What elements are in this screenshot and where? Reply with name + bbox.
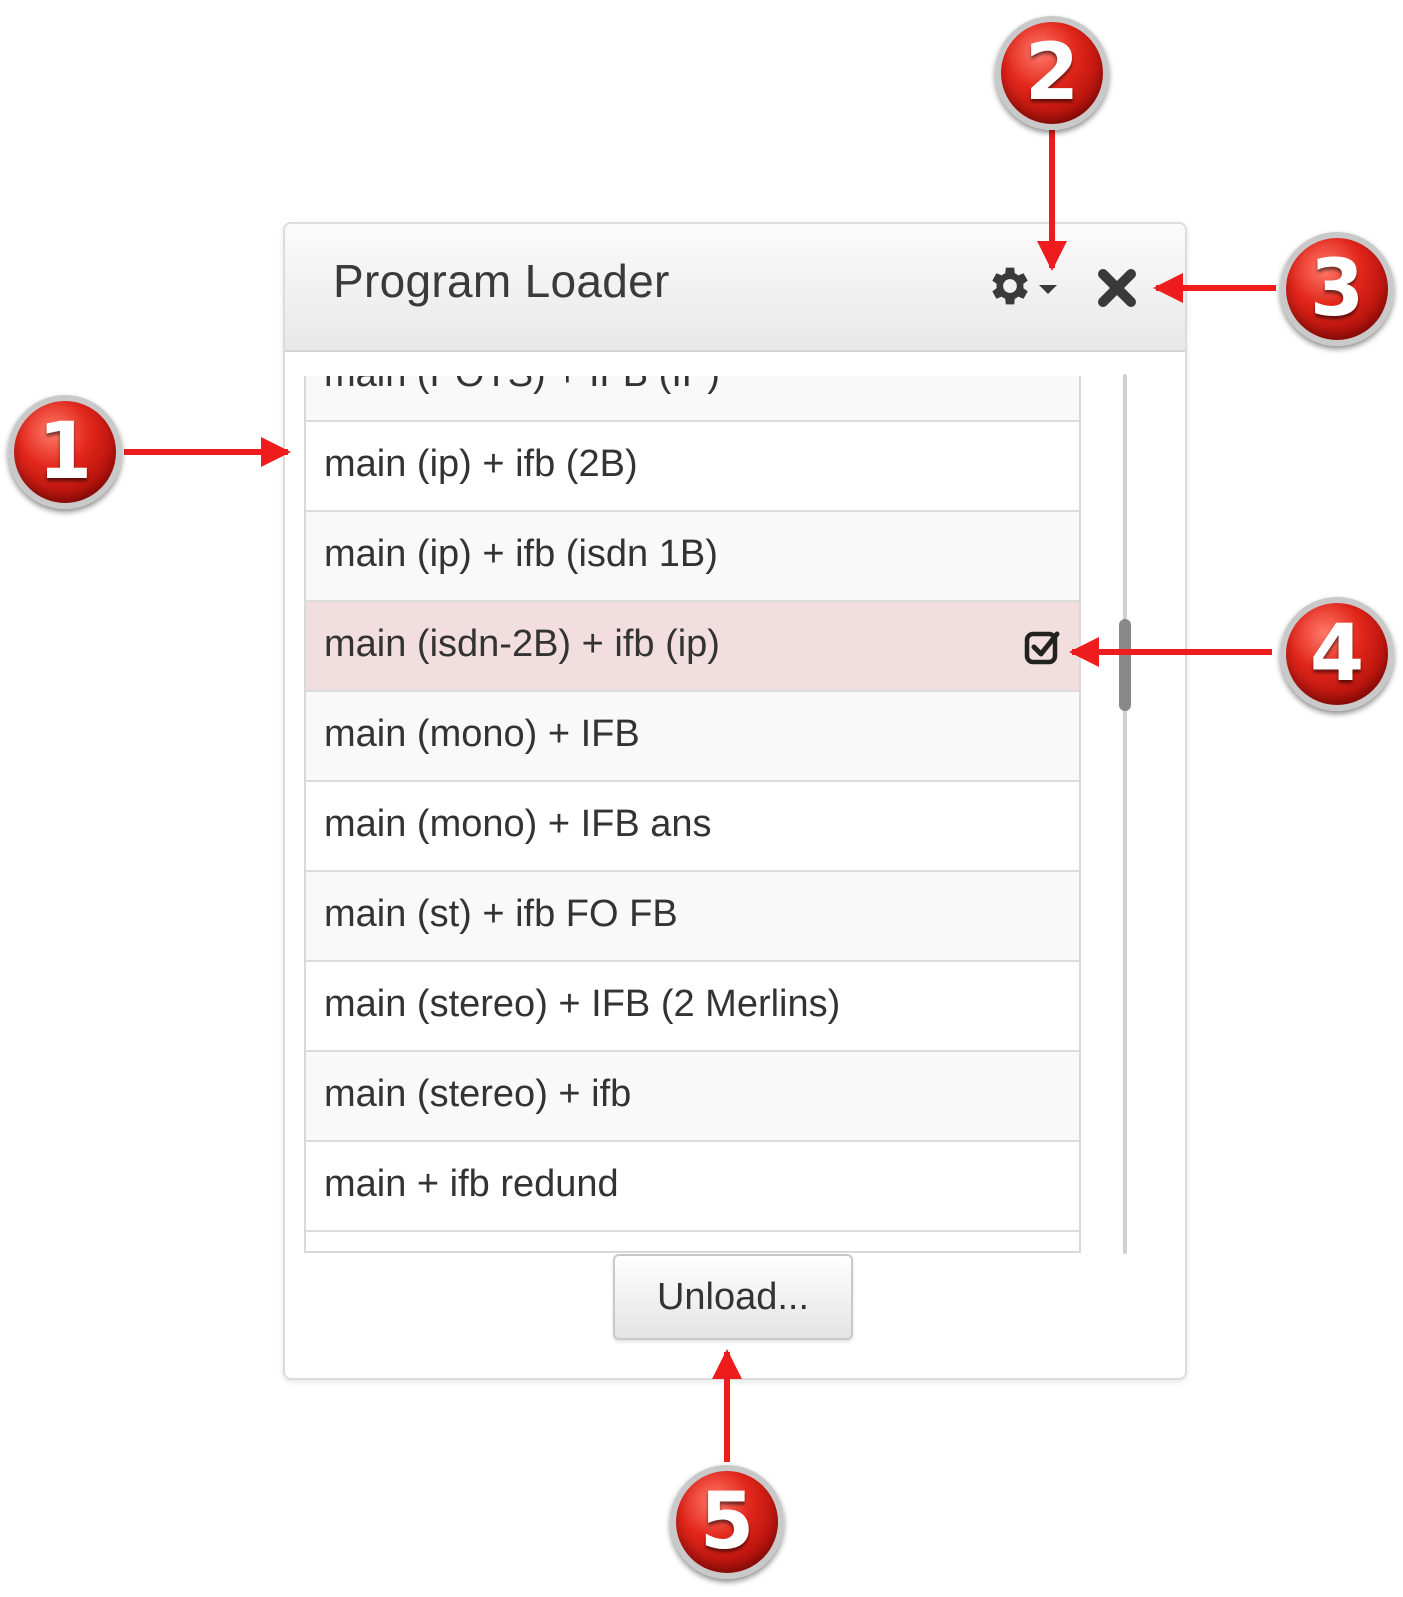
close-icon — [1098, 269, 1136, 307]
annotation-badge-1: 1 — [8, 395, 122, 509]
settings-dropdown-button[interactable] — [985, 258, 1067, 314]
item-label: main (mono) + IFB ans — [324, 803, 712, 845]
list-item[interactable]: main + ifb redund — [306, 1142, 1079, 1232]
unload-button[interactable]: Unload... — [613, 1254, 853, 1340]
caret-down-icon — [1039, 284, 1057, 294]
annotation-badge-5: 5 — [670, 1465, 784, 1579]
annotation-badge-4: 4 — [1280, 597, 1394, 711]
annotation-badge-3: 3 — [1280, 232, 1394, 346]
list-item[interactable]: main (stereo) + IFB (2 Merlins) — [306, 962, 1079, 1052]
item-label: main (mono) + IFB — [324, 713, 640, 755]
panel-header: Program Loader — [285, 224, 1185, 352]
annotation-badge-2: 2 — [995, 16, 1109, 130]
list-item[interactable]: main (stereo) + ifb — [306, 1052, 1079, 1142]
item-label: main (ip) + ifb (2B) — [324, 443, 638, 485]
item-label: main + ifb redund — [324, 1163, 619, 1205]
list-item[interactable]: main (mono) + IFB — [306, 692, 1079, 782]
panel-title: Program Loader — [333, 255, 670, 307]
scrollbar-track[interactable] — [1123, 374, 1127, 1254]
item-label: main (st) + ifb FO FB — [324, 893, 678, 935]
gear-icon — [992, 267, 1028, 305]
list-item[interactable]: main (POTS) + IFB (IP) — [306, 376, 1079, 422]
item-label: main (stereo) + ifb — [324, 1073, 632, 1115]
close-button[interactable] — [1093, 264, 1141, 312]
list-item[interactable]: main (ip) + ifb (isdn 1B) — [306, 512, 1079, 602]
item-label: main (isdn-2B) + ifb (ip) — [324, 623, 720, 665]
item-label: main (ip) + ifb (isdn 1B) — [324, 533, 718, 575]
list-item[interactable]: main (mono) + IFB ans — [306, 782, 1079, 872]
check-square-icon — [1024, 631, 1060, 665]
scrollbar-thumb[interactable] — [1119, 619, 1131, 711]
item-label: main (POTS) + IFB (IP) — [324, 376, 720, 396]
list-item[interactable]: main (ip) + ifb (2B) — [306, 422, 1079, 512]
program-loader-panel: Program Loader main (POTS) + IFB (IP) ma… — [283, 222, 1187, 1380]
list-item-selected[interactable]: main (isdn-2B) + ifb (ip) — [306, 602, 1079, 692]
list-item[interactable]: main (st) + ifb FO FB — [306, 872, 1079, 962]
program-list[interactable]: main (POTS) + IFB (IP) main (ip) + ifb (… — [304, 376, 1081, 1253]
program-list-items: main (POTS) + IFB (IP) main (ip) + ifb (… — [306, 376, 1079, 1232]
item-label: main (stereo) + IFB (2 Merlins) — [324, 983, 841, 1025]
